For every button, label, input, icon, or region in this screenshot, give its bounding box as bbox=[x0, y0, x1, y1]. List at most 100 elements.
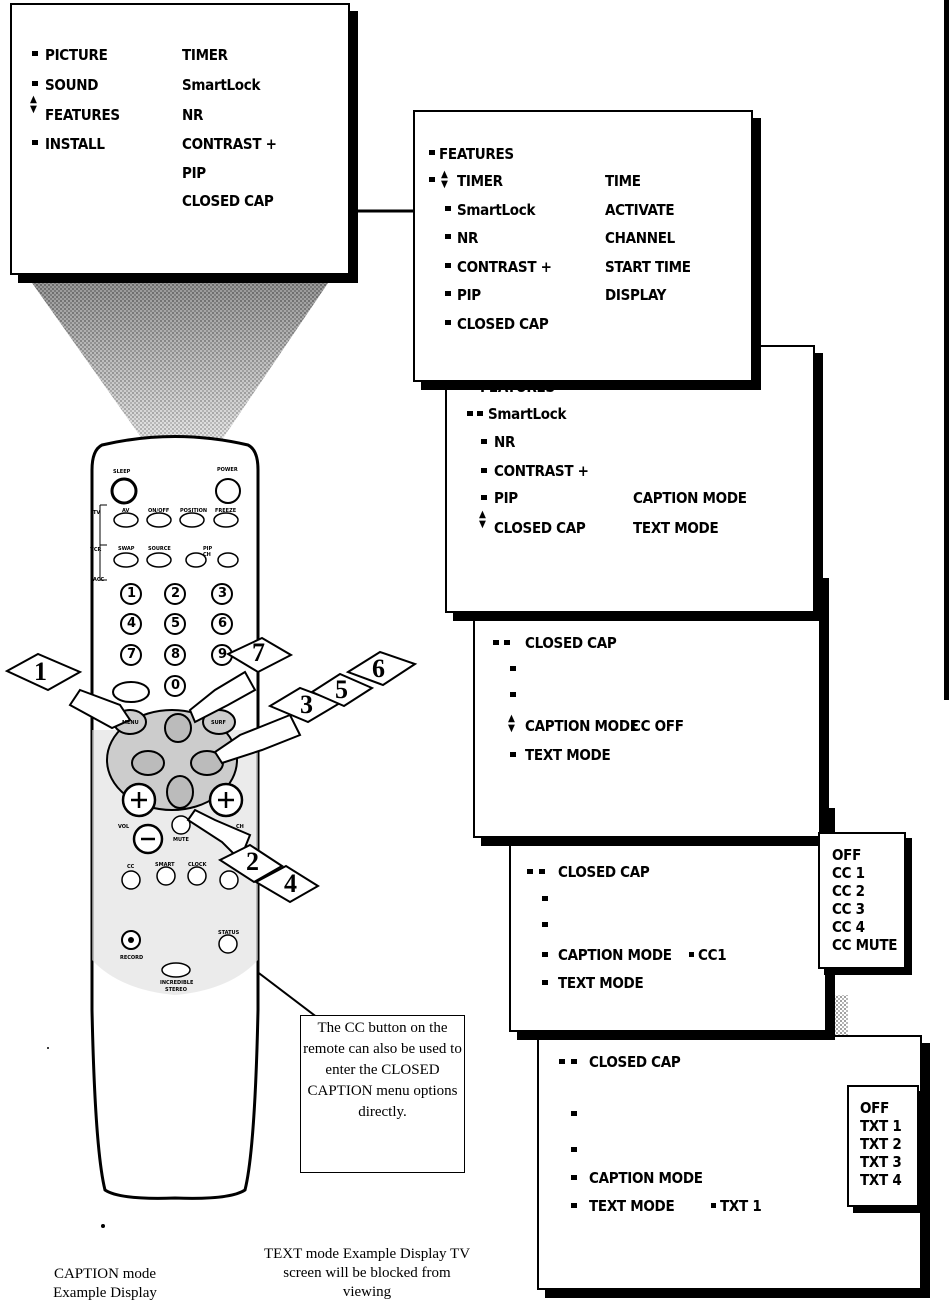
features2-closed-cap[interactable]: CLOSED CAP bbox=[494, 519, 586, 537]
features-title: FEATURES bbox=[439, 145, 514, 163]
txt-option-off[interactable]: OFF bbox=[860, 1099, 890, 1117]
features2-nr[interactable]: NR bbox=[494, 433, 516, 451]
features-pip[interactable]: PIP bbox=[457, 286, 481, 304]
features-contrast[interactable]: CONTRAST + bbox=[457, 258, 552, 276]
sleep-button bbox=[110, 477, 138, 505]
features-menu-screen: FEATURES ▲▼ TIMER SmartLock NR CONTRAST … bbox=[413, 110, 753, 382]
txt-option-2[interactable]: TXT 2 bbox=[860, 1135, 902, 1153]
text-menu-title: CLOSED CAP bbox=[589, 1053, 681, 1071]
features-timer[interactable]: TIMER bbox=[457, 172, 503, 190]
menu-item-features[interactable]: FEATURES bbox=[45, 106, 120, 124]
label-vcr: VCR bbox=[90, 547, 102, 553]
right-border bbox=[944, 0, 949, 700]
features2-pip[interactable]: PIP bbox=[494, 489, 518, 507]
caption-mode-screen: CLOSED CAP CAPTION MODE CC1 TEXT MODE bbox=[509, 800, 827, 1032]
step-2: 2 bbox=[246, 847, 259, 876]
features2-title: FEATURES bbox=[480, 378, 555, 396]
updown-arrow-icon: ▲▼ bbox=[441, 169, 448, 190]
closed-cap-text-mode[interactable]: TEXT MODE bbox=[525, 746, 611, 764]
closed-cap-title: CLOSED CAP bbox=[525, 634, 617, 652]
digit-6[interactable]: 6 bbox=[218, 616, 228, 631]
digit-0[interactable]: 0 bbox=[171, 678, 181, 693]
menu-item-sound[interactable]: SOUND bbox=[45, 76, 99, 94]
label-incredible: INCREDIBLE bbox=[160, 980, 194, 986]
digit-7[interactable]: 7 bbox=[127, 647, 137, 662]
label-tv: TV bbox=[93, 510, 101, 516]
caption-menu-caption-mode[interactable]: CAPTION MODE bbox=[558, 946, 672, 964]
label-power: POWER bbox=[217, 467, 238, 473]
label-source: SOURCE bbox=[148, 546, 171, 552]
features2-contrast[interactable]: CONTRAST + bbox=[494, 462, 589, 480]
label-menu: MENU bbox=[122, 720, 139, 726]
txt-option-3[interactable]: TXT 3 bbox=[860, 1153, 902, 1171]
label-mute: MUTE bbox=[173, 837, 189, 843]
label-onoff: ON/OFF bbox=[148, 508, 170, 514]
updown-arrow-icon: ▲▼ bbox=[508, 713, 515, 734]
text-example-label: TEXT mode Example Display TV screen will… bbox=[263, 1246, 471, 1300]
label-status: STATUS bbox=[218, 930, 240, 936]
txt-option-4[interactable]: TXT 4 bbox=[860, 1171, 902, 1189]
step-3: 3 bbox=[300, 690, 313, 719]
step-1: 1 bbox=[34, 657, 47, 686]
step-4: 4 bbox=[284, 869, 297, 898]
label-swap: SWAP bbox=[118, 546, 135, 552]
menu-item-install[interactable]: INSTALL bbox=[45, 135, 105, 153]
cc-option-cc1[interactable]: CC 1 bbox=[832, 864, 865, 882]
step-5: 5 bbox=[335, 675, 348, 704]
caption-mode-value: CC1 bbox=[698, 946, 727, 964]
cc-option-cc4[interactable]: CC 4 bbox=[832, 918, 865, 936]
label-acc: ACC bbox=[93, 577, 105, 583]
label-sleep: SLEEP bbox=[113, 469, 131, 475]
text-menu-text-mode[interactable]: TEXT MODE bbox=[589, 1197, 675, 1215]
submenu-smartlock: SmartLock bbox=[182, 76, 261, 94]
text-mode-value: TXT 1 bbox=[720, 1197, 762, 1215]
step-7: 7 bbox=[252, 638, 265, 667]
menu-item-picture[interactable]: PICTURE bbox=[45, 46, 108, 64]
power-button bbox=[215, 478, 241, 504]
label-cc: CC bbox=[127, 864, 135, 870]
features-display: DISPLAY bbox=[605, 286, 667, 304]
text-menu-caption-mode[interactable]: CAPTION MODE bbox=[589, 1169, 703, 1187]
features-closed-cap[interactable]: CLOSED CAP bbox=[457, 315, 549, 333]
digit-9[interactable]: 9 bbox=[218, 647, 228, 662]
digit-5[interactable]: 5 bbox=[171, 616, 181, 631]
submenu-contrast: CONTRAST + bbox=[182, 135, 277, 153]
updown-arrow-icon: ▲▼ bbox=[479, 509, 486, 530]
cc-option-off[interactable]: OFF bbox=[832, 846, 862, 864]
submenu-timer: TIMER bbox=[182, 46, 228, 64]
label-position: POSITION bbox=[180, 508, 208, 514]
features2-smartlock[interactable]: SmartLock bbox=[488, 405, 567, 423]
cc-button-note: The CC button on the remote can also be … bbox=[300, 1015, 465, 1173]
txt-option-1[interactable]: TXT 1 bbox=[860, 1117, 902, 1135]
digit-3[interactable]: 3 bbox=[218, 586, 228, 601]
label-pipch: PIP CH bbox=[203, 546, 213, 558]
caption-menu-text-mode[interactable]: TEXT MODE bbox=[558, 974, 644, 992]
features-activate: ACTIVATE bbox=[605, 201, 675, 219]
digit-4[interactable]: 4 bbox=[127, 616, 137, 631]
digit-2[interactable]: 2 bbox=[171, 586, 181, 601]
features2-caption-mode: CAPTION MODE bbox=[633, 489, 747, 507]
cc-option-cc3[interactable]: CC 3 bbox=[832, 900, 865, 918]
closed-cap-caption-mode[interactable]: CAPTION MODE bbox=[525, 717, 639, 735]
cc-option-mute[interactable]: CC MUTE bbox=[832, 936, 898, 954]
features-start-time: START TIME bbox=[605, 258, 691, 276]
label-freeze: FREEZE bbox=[215, 508, 237, 514]
step-6: 6 bbox=[372, 654, 385, 683]
submenu-closed-cap: CLOSED CAP bbox=[182, 192, 274, 210]
submenu-nr: NR bbox=[182, 106, 204, 124]
digit-1[interactable]: 1 bbox=[127, 586, 137, 601]
cc-option-cc2[interactable]: CC 2 bbox=[832, 882, 865, 900]
label-surf: SURF bbox=[211, 720, 226, 726]
digit-8[interactable]: 8 bbox=[171, 647, 181, 662]
label-smart: SMART bbox=[155, 862, 175, 868]
label-ch: CH bbox=[236, 824, 244, 830]
features-smartlock[interactable]: SmartLock bbox=[457, 201, 536, 219]
features-channel: CHANNEL bbox=[605, 229, 675, 247]
features-nr[interactable]: NR bbox=[457, 229, 479, 247]
label-record: RECORD bbox=[120, 955, 144, 961]
features2-text-mode: TEXT MODE bbox=[633, 519, 719, 537]
caption-options-box: OFF CC 1 CC 2 CC 3 CC 4 CC MUTE bbox=[818, 832, 906, 969]
label-av: AV bbox=[122, 508, 130, 514]
caption-example-label: CAPTION mode Example Display bbox=[53, 1266, 157, 1301]
